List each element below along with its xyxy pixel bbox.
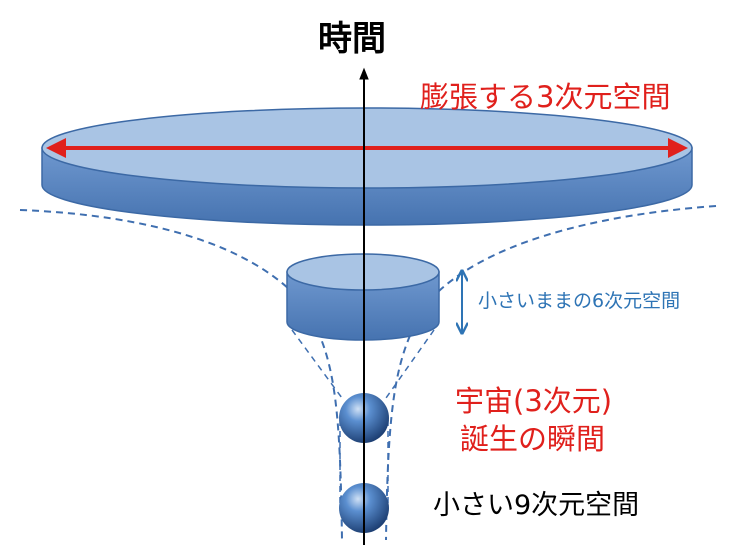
small-6d-space-label: 小さいままの6次元空間: [478, 290, 681, 312]
funnel-curve-left: [19, 209, 343, 541]
expanding-space-label: 膨張する3次元空間: [420, 80, 671, 114]
large-disk: [41, 107, 693, 226]
universe-birth-label-line1: 宇宙(3次元): [455, 384, 613, 418]
guide-line: [291, 329, 343, 399]
small-9d-space-label: 小さい9次元空間: [433, 490, 640, 521]
universe-birth-label-line2: 誕生の瞬間: [460, 422, 606, 456]
guide-line: [385, 329, 435, 399]
time-axis-label: 時間: [318, 19, 386, 59]
